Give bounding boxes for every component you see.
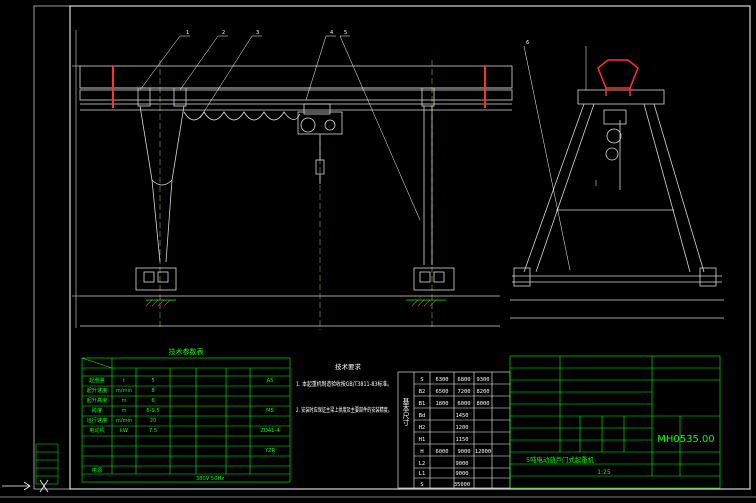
param-value: 6-9.5 (146, 408, 159, 414)
dim-value: 8000 (477, 401, 490, 407)
dims-table-cells: S 6300 6800 9300 B2 6500 7200 8200 B1 18… (419, 377, 491, 488)
front-view-leaders (72, 30, 421, 328)
dim-key: H (420, 449, 423, 455)
dim-key: L2 (419, 461, 426, 467)
dims-side-label: 基本尺寸 (402, 397, 410, 426)
notes-title: 技术要求 (335, 362, 362, 371)
param-name: 跨度 (92, 406, 102, 414)
dims-side-label-text: 基本尺寸 (402, 397, 410, 426)
dim-value: 1450 (456, 413, 469, 419)
dim-key: L1 (419, 471, 426, 477)
params-table (81, 357, 291, 483)
dim-value: 6300 (436, 377, 449, 383)
dim-value: 8200 (477, 389, 490, 395)
side-view-leaders (523, 45, 597, 271)
params-table-cells: 起重量 t 5 A5 跨度 m 6-9.5 M5 起升高度 m 6 起升速度 m… (87, 376, 281, 482)
dim-value: 12000 (475, 449, 491, 455)
binding-margin (33, 5, 71, 490)
title-block (509, 355, 721, 489)
dim-value: 9000 (458, 449, 471, 455)
side-view-hoist-frame (597, 59, 639, 96)
note-item-2: 2. 安装时应保证主梁上拱度及主要部件的安装精度。 (296, 406, 392, 414)
ucs-axis-icon (2, 479, 49, 493)
param-unit: m (121, 408, 126, 414)
params-footer: 380V 50Hz (196, 476, 225, 482)
part-label: 2 (222, 30, 225, 36)
param-name: 起升速度 (87, 386, 108, 394)
param-name: 电动机 (89, 426, 105, 434)
param-value: 5 (151, 378, 154, 384)
dim-value: 1200 (456, 425, 469, 431)
param-name: 起升高度 (87, 396, 108, 404)
ground-hatch (145, 299, 446, 307)
dim-value: 1150 (456, 437, 469, 443)
param-unit: m (121, 398, 126, 404)
dim-value: 35000 (454, 482, 470, 488)
drawing-number: MH0535.00 (657, 434, 715, 445)
dim-key: H1 (419, 437, 426, 443)
crane-front-view (79, 60, 513, 330)
drawing-frame (69, 5, 751, 490)
dims-table (397, 371, 511, 489)
part-labels: 1 2 3 4 5 6 (186, 30, 529, 46)
dim-key: H2 (419, 425, 426, 431)
param-unit: kW (120, 428, 128, 434)
part-label: 3 (256, 30, 259, 36)
param-value: 7.5 (149, 428, 157, 434)
drawing-scale: 1:25 (597, 469, 611, 476)
dim-value: 9000 (456, 471, 469, 477)
drawing-name: 5吨电动葫芦门式起重机 (526, 455, 595, 464)
param-value: A5 (267, 378, 274, 384)
crane-side-view (510, 89, 724, 319)
part-label: 1 (186, 30, 189, 36)
param-value: 20 (150, 418, 157, 424)
param-unit: t (123, 378, 125, 384)
params-table-title: 技术参数表 (169, 347, 204, 356)
param-value: ZD41-4 (260, 428, 280, 434)
part-label: 6 (526, 40, 529, 46)
note-item-1: 1. 本起重机制造验收按GB/T3811-83标准。 (296, 380, 392, 388)
margin-stamp (35, 443, 59, 485)
part-label: 5 (344, 30, 347, 36)
dim-key: Bd (419, 413, 426, 419)
dim-value: 1800 (436, 401, 449, 407)
dim-key: B2 (419, 389, 426, 395)
param-unit: m/min (116, 418, 133, 424)
param-value: 6 (151, 398, 154, 404)
dim-value: 9000 (456, 461, 469, 467)
dim-value: 7200 (458, 389, 471, 395)
param-unit: m/min (116, 388, 133, 394)
dim-value: 6800 (458, 377, 471, 383)
dim-key: S (420, 482, 423, 488)
dim-value: 9300 (477, 377, 490, 383)
dim-value: 6000 (458, 401, 471, 407)
param-name: 起重量 (89, 376, 105, 384)
param-value: YZR (264, 448, 276, 454)
param-value: M5 (266, 408, 274, 414)
dim-key: B1 (419, 401, 426, 407)
param-value: 8 (151, 388, 154, 394)
dim-value: 6500 (436, 389, 449, 395)
param-name: 运行速度 (87, 416, 108, 424)
dim-value: 6000 (436, 449, 449, 455)
part-label: 4 (330, 30, 333, 36)
param-name: 电源 (92, 466, 103, 474)
dim-key: S (420, 377, 423, 383)
